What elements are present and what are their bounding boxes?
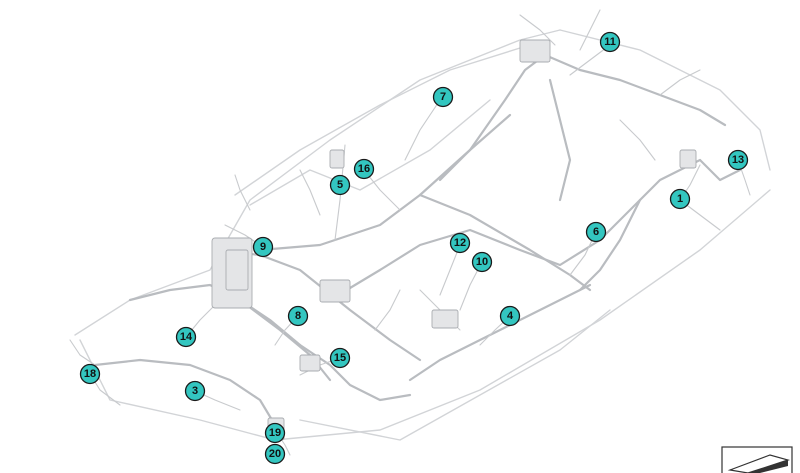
dashboard-module — [431, 309, 459, 329]
callout-4[interactable]: 4 — [499, 305, 521, 327]
central-junction-box — [319, 279, 351, 303]
callout-7-label: 7 — [440, 91, 446, 103]
callout-12-label: 12 — [454, 237, 466, 249]
callout-10-label: 10 — [476, 256, 488, 268]
callout-15-label: 15 — [334, 352, 346, 364]
vehicle-body-outline — [74, 29, 771, 441]
callout-18[interactable]: 18 — [79, 363, 101, 385]
callout-7[interactable]: 7 — [432, 86, 454, 108]
callout-9-label: 9 — [260, 241, 266, 253]
callout-16[interactable]: 16 — [353, 158, 375, 180]
callout-12[interactable]: 12 — [449, 232, 471, 254]
callout-8-label: 8 — [295, 310, 301, 322]
callout-19[interactable]: 19 — [264, 422, 286, 444]
callout-16-label: 16 — [358, 163, 370, 175]
callout-3[interactable]: 3 — [184, 380, 206, 402]
callout-5[interactable]: 5 — [329, 174, 351, 196]
callout-18-label: 18 — [84, 368, 96, 380]
callout-4-label: 4 — [507, 310, 514, 322]
callout-6-label: 6 — [593, 226, 599, 238]
callout-14-label: 14 — [180, 331, 193, 343]
callout-8[interactable]: 8 — [287, 305, 309, 327]
callout-1[interactable]: 1 — [669, 188, 691, 210]
callout-11[interactable]: 11 — [599, 31, 621, 53]
callout-10[interactable]: 10 — [471, 251, 493, 273]
harness-trunks — [93, 53, 742, 427]
callout-19-label: 19 — [269, 427, 281, 439]
callout-11-label: 11 — [604, 36, 616, 48]
callout-5-label: 5 — [337, 179, 343, 191]
view-direction-icon — [721, 446, 793, 473]
callout-3-label: 3 — [192, 385, 198, 397]
rear-light-connector — [679, 149, 697, 169]
steering-column-connector — [299, 354, 321, 372]
callout-13[interactable]: 13 — [727, 149, 749, 171]
callout-1-label: 1 — [677, 193, 683, 205]
harness-branches — [69, 9, 751, 456]
door-connector-front — [329, 149, 345, 169]
callout-15[interactable]: 15 — [329, 347, 351, 369]
engine-control-module — [225, 249, 249, 291]
callout-markers: 1 3 4 5 6 7 8 9 — [79, 31, 749, 465]
callout-9[interactable]: 9 — [252, 236, 274, 258]
callout-20-label: 20 — [269, 448, 281, 460]
callout-14[interactable]: 14 — [175, 326, 197, 348]
callout-13-label: 13 — [732, 154, 744, 166]
rear-module — [519, 39, 551, 63]
callout-6[interactable]: 6 — [585, 221, 607, 243]
callout-20[interactable]: 20 — [264, 443, 286, 465]
